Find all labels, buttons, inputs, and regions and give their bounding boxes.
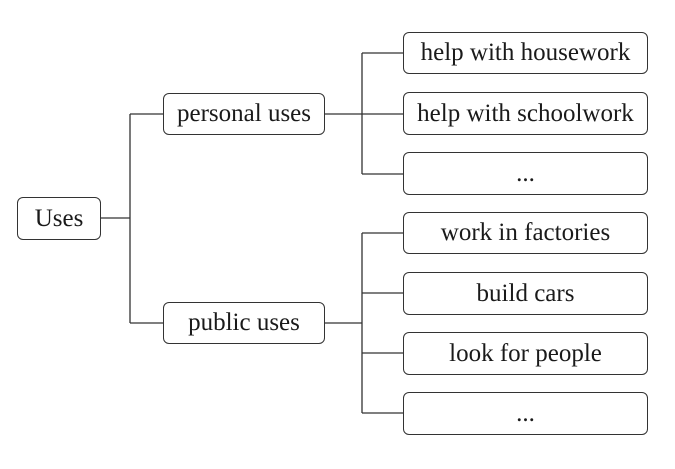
leaf-node-work-in-factories: work in factories: [403, 212, 648, 254]
leaf-node-help-with-schoolwork: help with schoolwork: [403, 92, 648, 135]
branch-node-public-uses: public uses: [163, 302, 325, 344]
leaf-node-personal-more: ...: [403, 152, 648, 195]
leaf-node-build-cars: build cars: [403, 272, 648, 315]
branch-node-personal-uses: personal uses: [163, 93, 325, 135]
root-node: Uses: [17, 197, 101, 240]
leaf-node-help-with-housework: help with housework: [403, 32, 648, 74]
leaf-node-public-more: ...: [403, 392, 648, 435]
leaf-node-look-for-people: look for people: [403, 332, 648, 375]
